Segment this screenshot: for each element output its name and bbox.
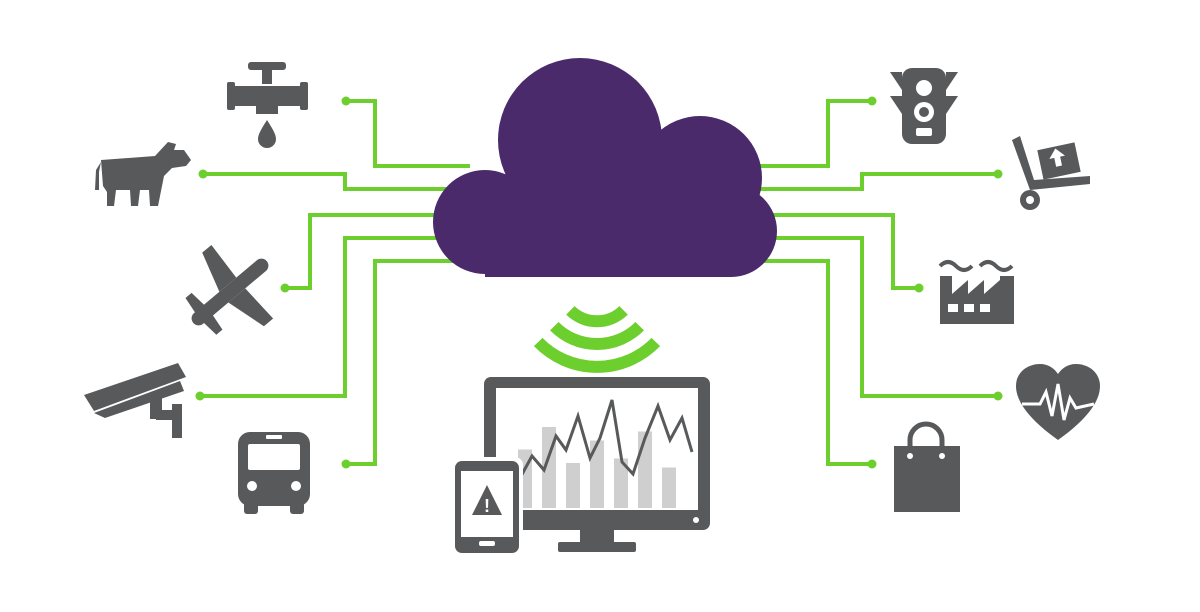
chart-bar [566, 463, 580, 508]
connector-cow [206, 172, 470, 191]
airplane-icon [185, 244, 274, 335]
heart-rate-icon [1016, 364, 1100, 440]
chart-bars [518, 427, 676, 508]
signal-arc-inner [566, 305, 628, 328]
shopping-bag-icon [894, 421, 960, 512]
dot-bus [341, 459, 351, 469]
connector-dots [195, 96, 1003, 469]
wireless-signal-icon [533, 305, 661, 373]
dot-cow [198, 169, 208, 179]
connector-factory [740, 213, 917, 290]
cloud-icon [433, 58, 777, 277]
monitor-chart-icon [484, 377, 710, 552]
connector-hand-truck [740, 172, 996, 191]
factory-icon [938, 260, 1014, 324]
warning-triangle [472, 485, 502, 515]
tablet-warning-icon: ! [451, 457, 523, 557]
water-faucet-icon [227, 62, 308, 148]
signal-arc-outer [533, 337, 661, 373]
traffic-light-icon [890, 68, 958, 144]
chart-line [518, 399, 694, 479]
warning-symbol: ! [484, 496, 490, 516]
dot-faucet [341, 96, 351, 106]
connector-airplane [287, 213, 470, 290]
connector-bus [348, 259, 470, 466]
cow-icon [95, 142, 191, 206]
dot-bag [867, 459, 877, 469]
connector-heart [740, 236, 996, 398]
chart-bar [614, 458, 628, 508]
connector-camera [203, 236, 470, 398]
dot-airplane [280, 283, 290, 293]
dot-factory [914, 283, 924, 293]
connector-faucet [348, 99, 470, 168]
chart-bar [638, 431, 652, 508]
dot-camera [195, 391, 205, 401]
connector-bag [740, 259, 870, 466]
connector-traffic-light [740, 99, 870, 168]
dot-traffic-light [867, 96, 877, 106]
chart-bar [662, 467, 676, 508]
bus-icon [238, 432, 310, 514]
security-camera-icon [84, 363, 186, 438]
chart-bar [590, 440, 604, 508]
dot-hand-truck [993, 169, 1003, 179]
signal-arc-middle [550, 321, 644, 350]
dot-heart [993, 391, 1003, 401]
connector-lines [203, 99, 996, 466]
hand-truck-icon [1012, 136, 1090, 210]
